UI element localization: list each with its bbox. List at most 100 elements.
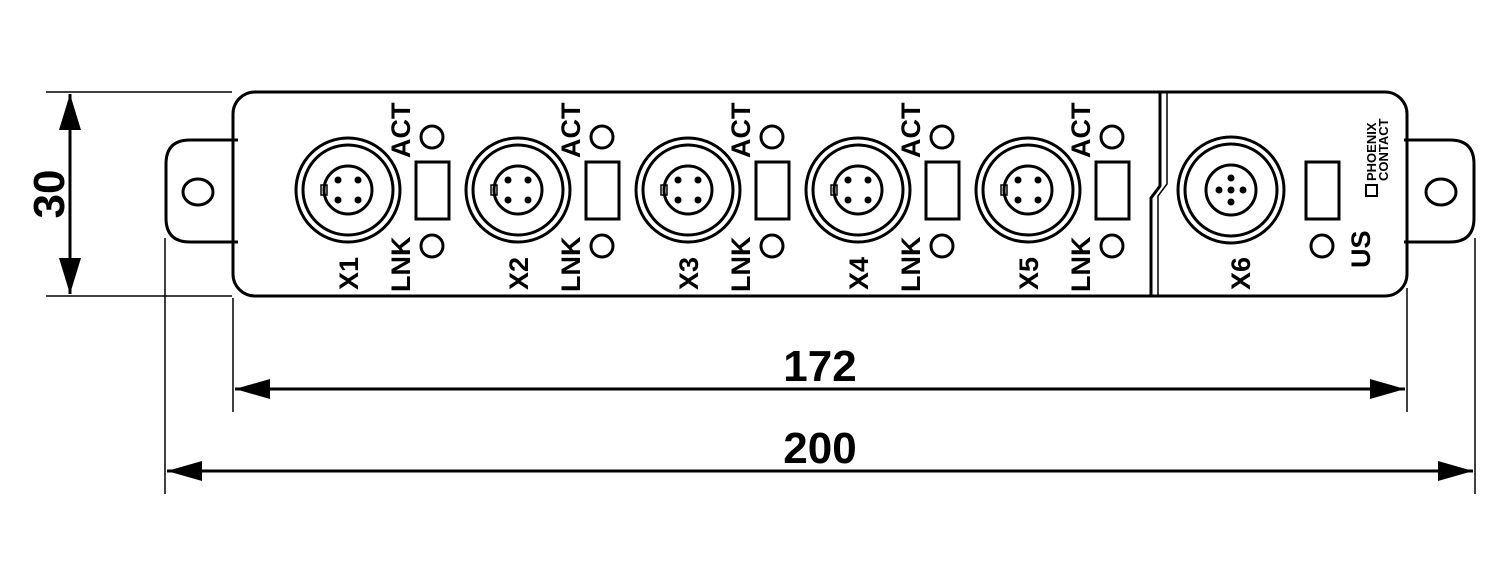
left-mounting-tab	[164, 138, 238, 244]
act-led-label: ACT	[1066, 102, 1096, 158]
power-pin	[1215, 186, 1223, 194]
port-pin	[334, 196, 342, 204]
lnk-led-label: LNK	[726, 236, 756, 292]
act-led	[929, 124, 955, 150]
port-pin	[524, 196, 532, 204]
power-port-socket	[1204, 163, 1258, 217]
logo-line-1: PHOENIX	[1364, 122, 1379, 181]
act-led-label: ACT	[896, 102, 926, 158]
port-label: X1	[334, 257, 364, 290]
power-status-window	[1304, 160, 1341, 221]
inner-width-arrow-left-icon	[235, 379, 270, 399]
port-coding-key	[320, 184, 328, 196]
phoenix-contact-logo: PHOENIX CONTACT	[1364, 118, 1391, 197]
lnk-led	[929, 233, 955, 259]
port-outer-ring	[804, 136, 912, 244]
lnk-led-label: LNK	[896, 236, 926, 292]
us-led	[1309, 233, 1335, 259]
port-outer-ring	[464, 136, 572, 244]
lnk-led	[589, 233, 615, 259]
act-led	[1099, 124, 1125, 150]
lnk-led	[419, 233, 445, 259]
left-mounting-hole	[181, 177, 215, 207]
power-pin	[1227, 186, 1235, 194]
act-led	[589, 124, 615, 150]
logo-line-2: CONTACT	[1376, 118, 1391, 181]
data-port-5: X5 ACT LNK	[974, 102, 1131, 292]
port-status-window	[754, 160, 791, 221]
port-status-window	[584, 160, 621, 221]
logo-emblem	[1365, 184, 1378, 197]
port-status-window	[1094, 160, 1131, 221]
port-pin	[694, 196, 702, 204]
act-led	[419, 124, 445, 150]
port-status-window	[414, 160, 451, 221]
total-width-arrow-left-icon	[167, 461, 202, 481]
port-label: X2	[504, 257, 534, 290]
port-pin	[1014, 176, 1022, 184]
port-pin	[1014, 196, 1022, 204]
port-pin	[334, 176, 342, 184]
port-socket	[662, 164, 714, 216]
port-pin	[354, 176, 362, 184]
lnk-led-label: LNK	[386, 236, 416, 292]
port-outer-ring	[294, 136, 402, 244]
right-mounting-hole	[1424, 177, 1458, 207]
section-separator	[1149, 92, 1162, 296]
power-port-ring	[1183, 142, 1279, 238]
port-ring	[641, 143, 735, 237]
total-width-dimension-value: 200	[783, 424, 856, 473]
port-coding-key	[830, 184, 838, 196]
lnk-led	[1099, 233, 1125, 259]
port-pin	[354, 196, 362, 204]
section-separator-inner	[1157, 92, 1168, 296]
port-pin	[844, 196, 852, 204]
power-pin	[1239, 186, 1247, 194]
inner-width-arrow-right-icon	[1370, 379, 1405, 399]
act-led-label: ACT	[726, 102, 756, 158]
act-led-label: ACT	[556, 102, 586, 158]
inner-width-dimension-value: 172	[783, 342, 856, 391]
height-arrow-down-icon	[59, 258, 81, 294]
port-ring	[811, 143, 905, 237]
port-outer-ring	[634, 136, 742, 244]
port-label: X5	[1014, 257, 1044, 290]
act-led	[759, 124, 785, 150]
lnk-led-label: LNK	[556, 236, 586, 292]
power-pin	[1227, 198, 1235, 206]
port-coding-key	[490, 184, 498, 196]
port-pin	[864, 176, 872, 184]
port-socket	[492, 164, 544, 216]
power-pin	[1227, 174, 1235, 182]
us-led-label: US	[1346, 230, 1376, 268]
port-pin	[504, 176, 512, 184]
port-socket	[1002, 164, 1054, 216]
housing-body	[231, 90, 1409, 298]
port-pin	[674, 196, 682, 204]
port-pin	[844, 176, 852, 184]
port-pin	[864, 196, 872, 204]
port-socket	[832, 164, 884, 216]
port-pin	[674, 176, 682, 184]
port-coding-key	[660, 184, 668, 196]
port-pin	[1034, 196, 1042, 204]
port-pin	[504, 196, 512, 204]
port-pin	[694, 176, 702, 184]
port-socket	[322, 164, 374, 216]
right-mounting-tab	[1404, 138, 1476, 244]
power-port-outer-ring	[1176, 135, 1286, 245]
port-coding-key	[1000, 184, 1008, 196]
port-ring	[471, 143, 565, 237]
port-ring	[301, 143, 395, 237]
height-arrow-up-icon	[59, 94, 81, 130]
port-pin	[524, 176, 532, 184]
port-pin	[1034, 176, 1042, 184]
port-outer-ring	[974, 136, 1082, 244]
lnk-led-label: LNK	[1066, 236, 1096, 292]
port-status-window	[924, 160, 961, 221]
power-port-x6: X6 US	[1176, 135, 1376, 290]
